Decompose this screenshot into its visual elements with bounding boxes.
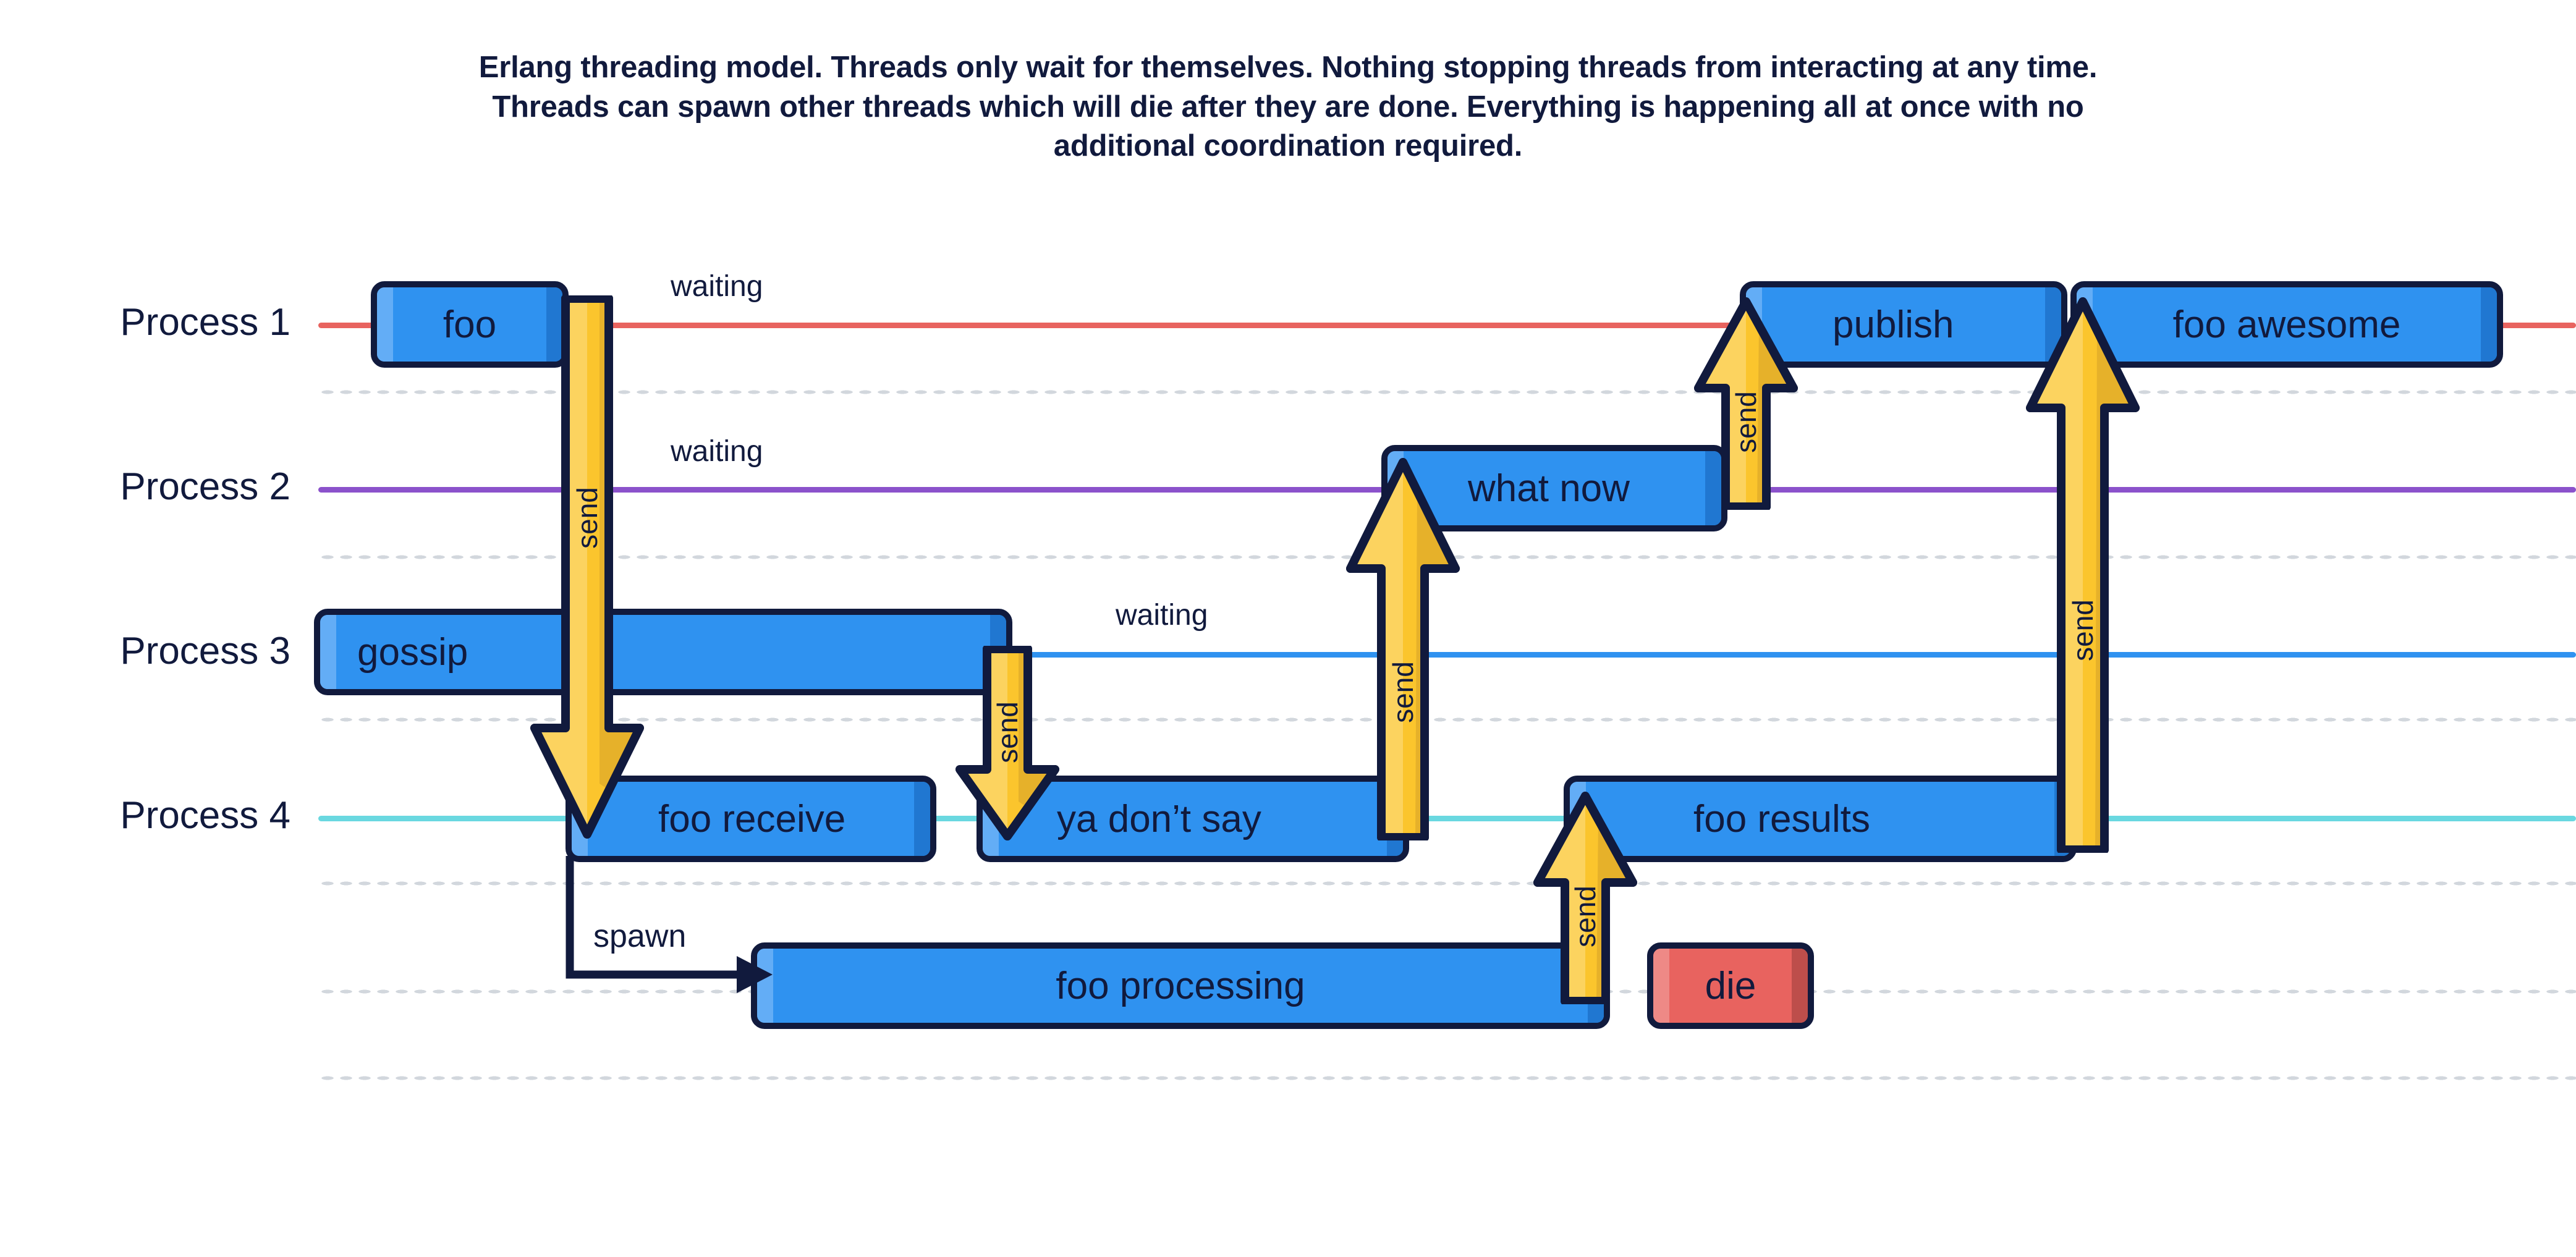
caption-line-3: additional coordination required. xyxy=(1053,129,1523,163)
block-gossip[interactable]: gossip xyxy=(314,609,1012,695)
block-what-now[interactable]: what now xyxy=(1381,445,1727,531)
diagram-caption: Erlang threading model. Threads only wai… xyxy=(0,48,2576,166)
block-foo-label: foo xyxy=(443,303,497,346)
process-label-2: Process 2 xyxy=(120,465,290,508)
arrow-spawn-label: spawn xyxy=(593,918,687,954)
block-ya-dont-say-label: ya don’t say xyxy=(1057,797,1261,840)
guide-line-3 xyxy=(318,717,2576,722)
block-publish-label: publish xyxy=(1832,303,1954,346)
lifeline-process-3 xyxy=(318,652,2576,658)
block-foo-processing[interactable]: foo processing xyxy=(751,942,1610,1029)
annotation-waiting-process-2: waiting xyxy=(671,435,763,468)
lifeline-process-4 xyxy=(318,816,2576,821)
process-label-4: Process 4 xyxy=(120,794,290,837)
arrow-send-p1-to-p4-label: send xyxy=(571,487,603,549)
arrow-send-p1-to-p4[interactable]: send xyxy=(528,295,646,839)
block-what-now-label: what now xyxy=(1468,467,1630,510)
guide-line-1 xyxy=(318,389,2576,395)
annotation-waiting-process-1: waiting xyxy=(671,270,763,303)
annotation-waiting-process-3: waiting xyxy=(1116,599,1208,632)
block-die[interactable]: die xyxy=(1647,942,1814,1029)
arrow-send-p3-to-p4[interactable]: send xyxy=(955,646,1060,840)
block-foo-results-label: foo results xyxy=(1693,797,1871,840)
block-foo[interactable]: foo xyxy=(371,281,569,368)
process-label-3: Process 3 xyxy=(120,630,290,672)
guide-line-4 xyxy=(318,881,2576,886)
block-foo-receive-label: foo receive xyxy=(658,797,846,840)
block-gossip-label: gossip xyxy=(357,630,468,674)
arrow-send-spawned-to-p4-label: send xyxy=(1569,885,1601,947)
arrow-send-p3-to-p4-label: send xyxy=(991,701,1023,763)
arrow-send-p4-to-p1[interactable]: send xyxy=(2024,297,2142,853)
arrow-send-p2-to-p1[interactable]: send xyxy=(1693,297,1799,510)
arrow-send-p2-to-p1-label: send xyxy=(1730,391,1762,453)
caption-line-1: Erlang threading model. Threads only wai… xyxy=(478,51,2098,84)
arrow-spawn[interactable] xyxy=(556,856,779,998)
arrow-send-spawned-to-p4[interactable]: send xyxy=(1533,791,1638,1004)
guide-line-6 xyxy=(318,1075,2576,1081)
arrow-send-p4-to-p1-label: send xyxy=(2067,599,2099,661)
caption-line-2: Threads can spawn other threads which wi… xyxy=(492,90,2084,124)
block-foo-results[interactable]: foo results xyxy=(1564,776,2077,862)
block-foo-awesome-label: foo awesome xyxy=(2172,303,2401,346)
lifeline-process-1 xyxy=(318,323,2576,328)
arrow-send-p4-to-p2-label: send xyxy=(1387,661,1419,723)
block-foo-processing-label: foo processing xyxy=(1056,964,1305,1007)
process-label-1: Process 1 xyxy=(120,301,290,344)
arrow-send-p4-to-p2[interactable]: send xyxy=(1344,457,1462,840)
block-die-label: die xyxy=(1705,964,1756,1007)
